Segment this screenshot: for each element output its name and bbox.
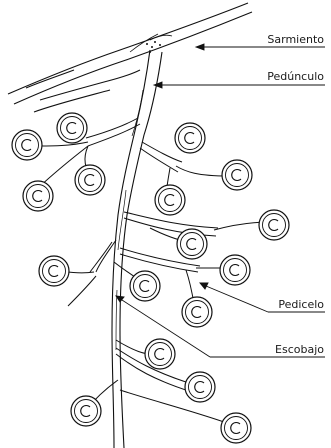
label-escobajo: Escobajo <box>275 343 324 356</box>
berry <box>75 165 105 195</box>
cane <box>8 3 252 112</box>
berry <box>23 181 53 211</box>
berry <box>221 413 251 443</box>
berry <box>259 210 289 240</box>
berry <box>130 271 160 301</box>
label-sarmiento: Sarmiento <box>267 33 324 46</box>
berry <box>145 339 175 369</box>
berry <box>39 256 69 286</box>
berry <box>12 130 42 160</box>
berry <box>71 396 101 426</box>
berry <box>182 297 212 327</box>
berries <box>12 113 289 443</box>
berry <box>175 123 205 153</box>
label-pedicelo: Pedicelo <box>278 298 324 311</box>
berry <box>57 113 87 143</box>
berry <box>177 229 207 259</box>
label-pedunculo: Pedúnculo <box>267 70 324 83</box>
cane-node <box>146 41 161 53</box>
berry <box>185 372 215 402</box>
rachis <box>112 50 162 448</box>
berry <box>222 160 252 190</box>
berry <box>220 255 250 285</box>
berry <box>155 185 185 215</box>
